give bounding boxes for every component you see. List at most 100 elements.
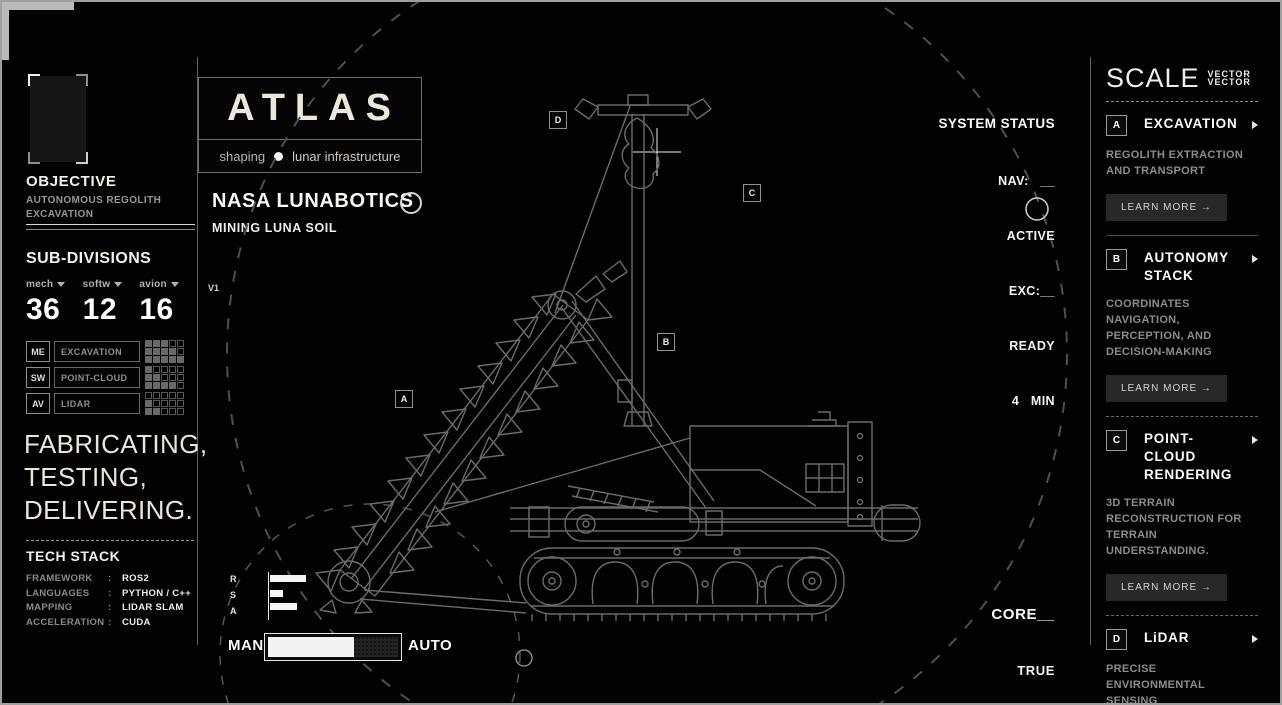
dot-icon — [274, 151, 284, 161]
divider — [26, 229, 195, 230]
mode-slider[interactable] — [264, 633, 402, 661]
dot-filled — [145, 340, 152, 347]
frame-bracket-icon — [76, 152, 88, 164]
divider — [26, 540, 194, 541]
arrow-right-icon[interactable] — [1252, 121, 1258, 129]
divider — [1106, 101, 1258, 102]
equalizer-bar — [270, 575, 306, 582]
mission-statement: FABRICATING, TESTING, DELIVERING. — [24, 429, 208, 525]
diagram-label-c[interactable]: C — [743, 184, 761, 202]
tech-row: ACCELERATION : CUDA — [26, 616, 151, 628]
exc-value: READY — [1009, 339, 1055, 353]
arrow-right-icon[interactable] — [1252, 255, 1258, 263]
nav-value: ACTIVE — [1006, 229, 1055, 243]
project-title: NASA LUNABOTICS — [212, 190, 414, 212]
learn-more-button[interactable]: LEARN MORE → — [1106, 375, 1227, 402]
dot-filled — [153, 382, 160, 389]
dot-filled — [161, 382, 168, 389]
dot-filled — [153, 408, 160, 415]
stat-mech: mech 36 — [26, 279, 83, 327]
stat-mech-dropdown[interactable]: mech — [26, 279, 83, 290]
frame-bracket-icon — [28, 152, 40, 164]
small-dashed-circle — [219, 503, 521, 703]
atlas-tagline: shaping lunar infrastructure — [199, 139, 421, 172]
item-description: PRECISE ENVIRONMENTAL SENSING — [1106, 663, 1205, 705]
dot-filled — [161, 340, 168, 347]
division-rows: ME EXCAVATION SW POINT-CLOUD AV LIDAR — [26, 340, 184, 419]
objective-description: AUTONOMOUS REGOLITH EXCAVATION — [26, 195, 162, 220]
sidebar-item-lidar: D LiDAR PRECISE ENVIRONMENTAL SENSING LE… — [1106, 616, 1258, 705]
dot-empty — [177, 400, 184, 407]
subdivisions-heading: SUB-DIVISIONS — [26, 250, 152, 267]
divider — [1106, 615, 1258, 616]
dot-empty — [177, 340, 184, 347]
frame-bracket-icon — [28, 74, 40, 86]
stat-avion-value: 16 — [139, 293, 174, 326]
core-value: TRUE — [1017, 663, 1055, 678]
dot-empty — [177, 374, 184, 381]
dot-filled — [145, 356, 152, 363]
objective-heading: OBJECTIVE — [26, 173, 117, 190]
dot-filled — [169, 382, 176, 389]
divider — [1106, 235, 1258, 236]
tech-row: MAPPING : LIDAR SLAM — [26, 602, 184, 613]
dot-empty — [177, 348, 184, 355]
learn-more-button[interactable]: LEARN MORE → — [1106, 574, 1227, 601]
version-label: V1 — [208, 283, 220, 293]
progress-dot-grid — [145, 340, 184, 363]
diagram-label-d[interactable]: D — [549, 111, 567, 129]
diagram-label-b[interactable]: B — [657, 333, 675, 351]
item-title: POINT-CLOUD RENDERING — [1144, 431, 1233, 482]
learn-more-button[interactable]: LEARN MORE → — [1106, 194, 1227, 221]
arrow-right-icon[interactable] — [1252, 635, 1258, 643]
dot-filled — [145, 408, 152, 415]
dot-empty — [161, 392, 168, 399]
dot-empty — [161, 400, 168, 407]
scale-sidebar: SCALE VECTOR VECTOR A EXCAVATION REGOLIT… — [1106, 64, 1258, 705]
tech-row: FRAMEWORK : ROS2 — [26, 573, 150, 584]
system-status-heading: SYSTEM STATUS — [938, 116, 1055, 131]
dot-filled — [153, 356, 160, 363]
tech-stack-heading: TECH STACK — [26, 548, 121, 564]
stat-avion-dropdown[interactable]: avion — [139, 279, 196, 290]
eta-value: 4 MIN — [1011, 394, 1055, 408]
dot-empty — [169, 374, 176, 381]
dot-filled — [169, 348, 176, 355]
division-row-me: ME EXCAVATION — [26, 340, 184, 363]
dot-empty — [177, 366, 184, 373]
dot-empty — [161, 374, 168, 381]
dot-empty — [169, 340, 176, 347]
divider — [1106, 416, 1258, 417]
atlas-wordmark: ATLAS — [227, 87, 401, 129]
excavator-robot — [315, 94, 921, 621]
sidebar-heading-suffix: VECTOR VECTOR — [1207, 69, 1251, 87]
dot-filled — [153, 340, 160, 347]
dot-filled — [153, 348, 160, 355]
mode-slider-fill[interactable] — [268, 637, 354, 657]
dot-filled — [161, 356, 168, 363]
dot-filled — [153, 374, 160, 381]
stat-avion: avion 16 — [139, 279, 196, 327]
nav-label: NAV: __ — [998, 174, 1055, 188]
dot-filled — [145, 382, 152, 389]
division-name[interactable]: EXCAVATION — [54, 341, 140, 362]
core-label: CORE__ — [991, 606, 1055, 623]
dot-empty — [153, 366, 160, 373]
stat-softw: softw 12 — [83, 279, 140, 327]
division-name[interactable]: POINT-CLOUD — [54, 367, 140, 388]
dot-empty — [169, 400, 176, 407]
item-title: LiDAR — [1144, 630, 1190, 645]
arrow-right-icon[interactable] — [1252, 436, 1258, 444]
atlas-logo-card: ATLAS shaping lunar infrastructure — [198, 77, 422, 173]
division-name[interactable]: LIDAR — [54, 393, 140, 414]
item-key-badge: B — [1106, 249, 1127, 270]
dot-empty — [161, 408, 168, 415]
item-key-badge: C — [1106, 430, 1127, 451]
exc-label: EXC:__ — [1008, 284, 1055, 298]
division-row-sw: SW POINT-CLOUD — [26, 366, 184, 389]
diagram-label-a[interactable]: A — [395, 390, 413, 408]
stat-softw-dropdown[interactable]: softw — [83, 279, 140, 290]
progress-dot-grid — [145, 366, 184, 389]
